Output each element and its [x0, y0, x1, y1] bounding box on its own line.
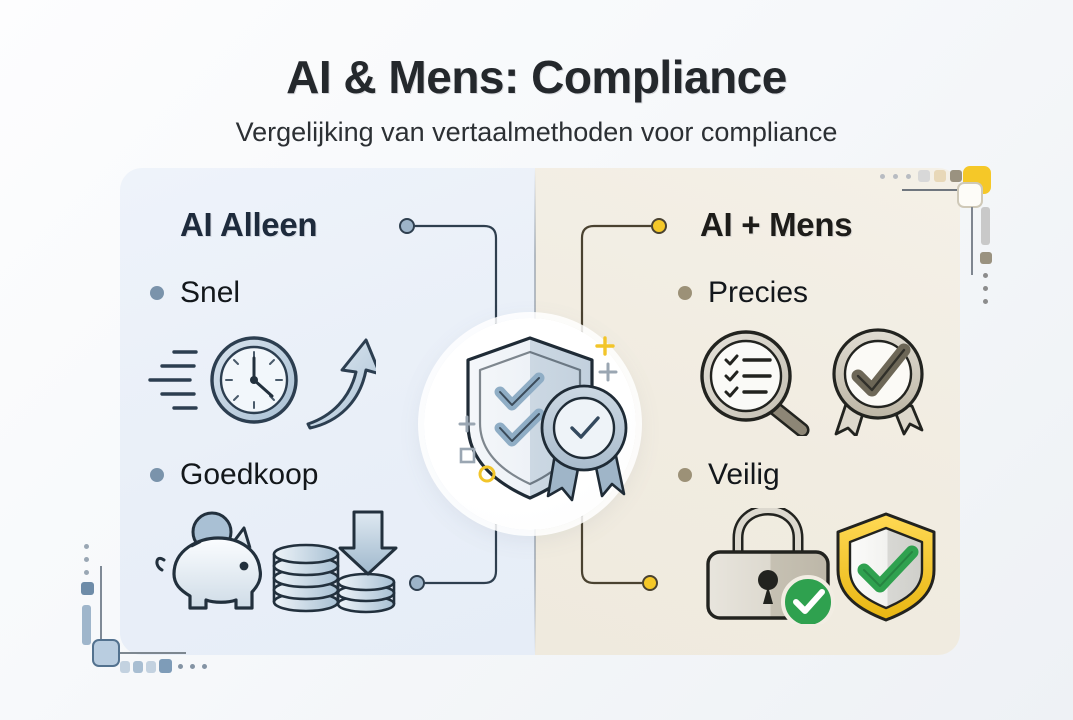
icon-group-veilig: [706, 508, 936, 624]
icon-group-goedkoop: [155, 510, 398, 614]
page-subtitle: Vergelijking van vertaalmethoden voor co…: [235, 117, 838, 147]
bullet-veilig: Veilig: [678, 458, 780, 492]
page-title: AI & Mens: Compliance: [286, 51, 787, 103]
center-medallion: [424, 318, 636, 530]
clock-icon: [210, 336, 298, 424]
coin-stack-icon: [272, 543, 396, 614]
bullet-snel: Snel: [150, 276, 240, 310]
bullet-label: Veilig: [708, 458, 780, 491]
piggy-bank-icon: [155, 511, 262, 610]
shield-check-gold-icon: [836, 512, 936, 622]
bullet-label: Precies: [708, 276, 809, 309]
down-arrow-icon: [338, 510, 398, 576]
speed-lines-icon: [148, 350, 198, 410]
bullet-dot-icon: [150, 286, 164, 300]
bullet-dot-icon: [678, 286, 692, 300]
bullet-dot-icon: [150, 468, 164, 482]
icon-group-precies: [700, 328, 924, 436]
bullet-label: Snel: [180, 276, 241, 309]
bullet-goedkoop: Goedkoop: [150, 458, 318, 492]
column-heading-ai-alleen: AI Alleen: [180, 206, 318, 243]
icon-group-snel: [148, 336, 376, 430]
decor-accent-square-blue: [92, 639, 120, 667]
padlock-verified-icon: [706, 508, 835, 624]
bullet-dot-icon: [678, 468, 692, 482]
upward-arrow-icon: [306, 338, 376, 430]
column-heading-ai-plus-mens: AI + Mens: [700, 206, 853, 243]
award-rosette-check-icon: [832, 328, 924, 436]
decor-accent-square-white: [957, 182, 983, 208]
magnifier-checklist-icon: [700, 330, 810, 436]
bullet-precies: Precies: [678, 276, 808, 310]
bullet-label: Goedkoop: [180, 458, 319, 491]
